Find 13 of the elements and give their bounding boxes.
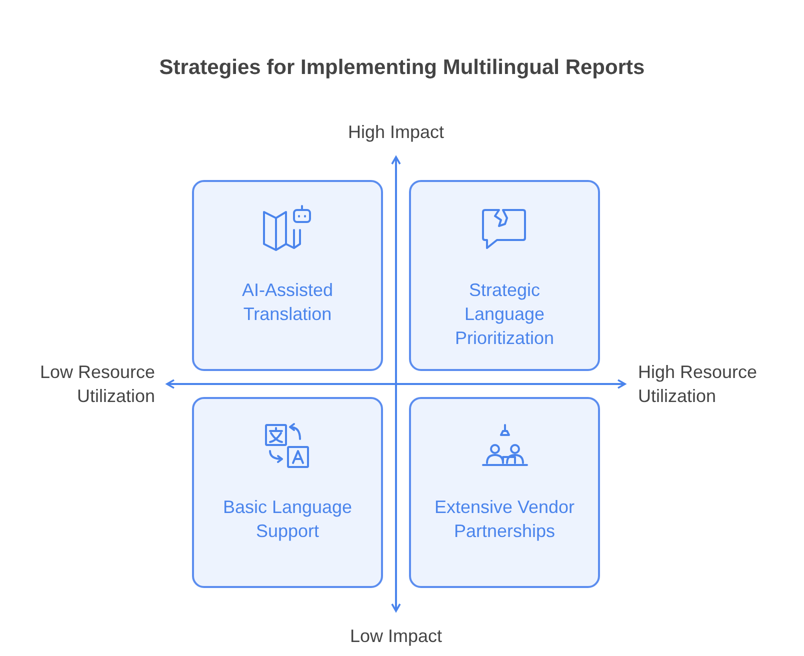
- axis-label: Low Impact: [348, 625, 444, 648]
- quadrant-box: [409, 397, 600, 588]
- quadrant-box: [192, 180, 383, 371]
- quadrant-box: [409, 180, 600, 371]
- quadrant-box: [192, 397, 383, 588]
- axis-label: High Impact: [346, 121, 446, 144]
- axis-label: High Resource Utilization: [638, 361, 758, 408]
- quadrant-label: Extensive Vendor Partnerships: [433, 496, 576, 543]
- axis-label: Low Resource Utilization: [38, 361, 155, 408]
- quadrant-label: Strategic Language Prioritization: [454, 279, 556, 350]
- quadrant-label: Basic Language Support: [222, 496, 354, 543]
- title: Strategies for Implementing Multilingual Reports: [158, 55, 646, 81]
- quadrant-label: AI-Assisted Translation: [240, 279, 334, 326]
